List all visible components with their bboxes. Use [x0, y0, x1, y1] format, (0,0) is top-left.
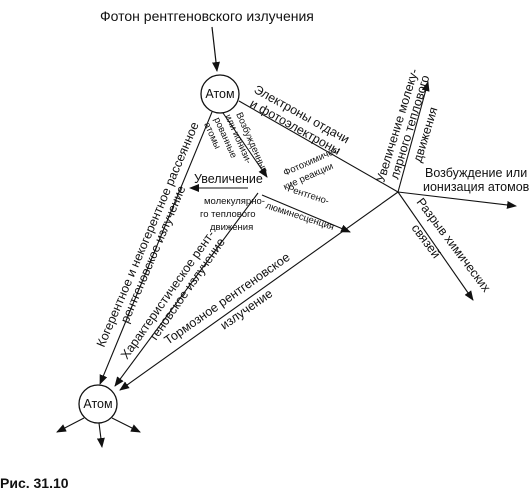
arrow-excited-atoms [222, 112, 268, 178]
line-electrons [238, 100, 399, 193]
figure-caption: Рис. 31.10 [0, 475, 69, 491]
arrow-out-left [56, 417, 85, 433]
atom-top: Атом [200, 74, 240, 114]
label-mol-2: го теплового [200, 209, 256, 220]
label-excitation-2: ионизация атомов [423, 180, 530, 194]
label-mol-3: движения [210, 222, 253, 233]
label-xlum-1: Рентгено- [286, 183, 330, 207]
atom-bottom: Атом [78, 384, 118, 424]
arrow-characteristic [114, 192, 259, 387]
label-mol-1: молекулярно- [204, 196, 265, 207]
arrow-bond-rupture [397, 191, 474, 301]
label-excitation-1: Возбуждение или [425, 166, 527, 180]
arrow-excitation [397, 191, 517, 209]
arrow-out-down [96, 422, 105, 448]
arrow-thermal-motion [397, 81, 430, 193]
arrow-xray-luminescence [261, 194, 351, 233]
atom-bottom-label: Атом [83, 397, 112, 411]
arrow-photon-to-atom [211, 26, 220, 72]
photon-title: Фотон рентгеновского излучения [100, 8, 314, 24]
arrow-out-right [111, 417, 141, 433]
arrow-coherent [99, 111, 213, 385]
atom-top-label: Атом [205, 87, 234, 101]
arrow-bremsstrahlung [119, 191, 399, 391]
label-increase: Увеличение [194, 172, 263, 186]
